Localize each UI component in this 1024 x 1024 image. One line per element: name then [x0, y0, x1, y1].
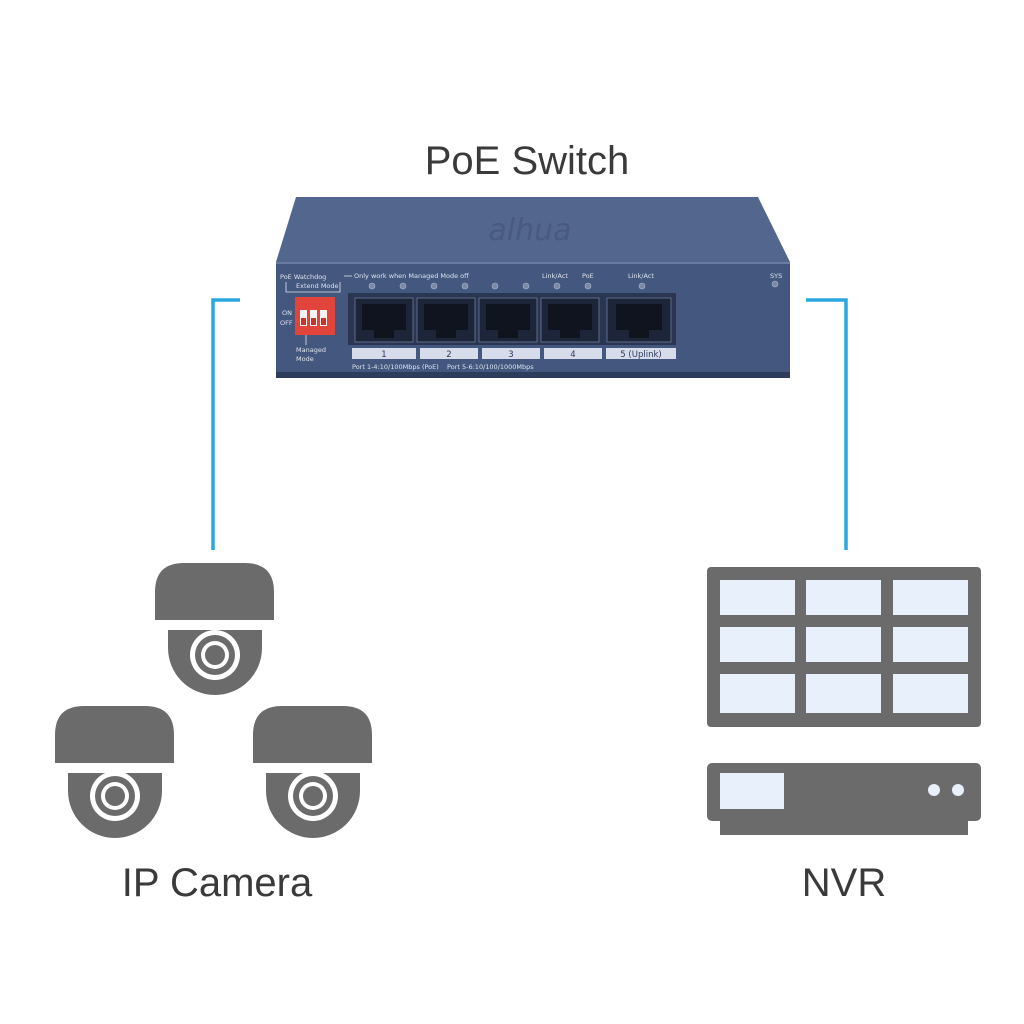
port-spec-text: Port 1-4:10/100Mbps (PoE) Port 5-6:10/10… [352, 363, 534, 371]
switch-top [276, 197, 790, 262]
port-label-3: 3 [508, 350, 513, 360]
nvr-cable [806, 298, 848, 550]
switch-title: PoE Switch [425, 139, 630, 183]
mode-label: Mode [296, 355, 314, 363]
nvr-recorder-icon [707, 763, 981, 835]
dome-camera-icon [253, 706, 372, 838]
dome-camera-icon [155, 563, 274, 695]
port-1[interactable] [354, 297, 414, 343]
dip-on-label: ON [282, 309, 292, 317]
link-act-label-1: Link/Act [542, 272, 568, 280]
port-number-plates: 1 2 3 4 5 (Uplink) [352, 348, 676, 360]
monitor-grid-icon [707, 567, 981, 727]
status-leds [368, 280, 779, 290]
ip-cameras [55, 563, 372, 838]
extend-mode-label: Extend Mode [296, 282, 339, 290]
port-3[interactable] [478, 297, 538, 343]
port-label-2: 2 [446, 350, 451, 360]
link-act-label-2: Link/Act [628, 272, 654, 280]
port-label-1: 1 [381, 350, 386, 360]
nvr-label: NVR [802, 861, 886, 905]
poe-switch: alhua PoE Watchdog Extend Mode Only work… [276, 197, 790, 378]
dip-off-label: OFF [280, 319, 293, 327]
poe-watchdog-label: PoE Watchdog [280, 273, 326, 281]
port-4[interactable] [540, 297, 600, 343]
port-label-5: 5 (Uplink) [620, 350, 661, 360]
switch-brand-logo: alhua [488, 213, 571, 248]
port-2[interactable] [416, 297, 476, 343]
camera-label: IP Camera [122, 861, 313, 905]
camera-cable [211, 298, 240, 550]
managed-note-label: Only work when Managed Mode off [354, 272, 469, 280]
dome-camera-icon [55, 706, 174, 838]
port-5-uplink[interactable] [606, 297, 672, 343]
port-label-4: 4 [570, 350, 575, 360]
rj45-ports [354, 297, 672, 343]
sys-label: SYS [770, 272, 782, 280]
poe-led-label: PoE [582, 272, 594, 280]
cables [211, 298, 848, 550]
managed-label: Managed [296, 346, 326, 354]
